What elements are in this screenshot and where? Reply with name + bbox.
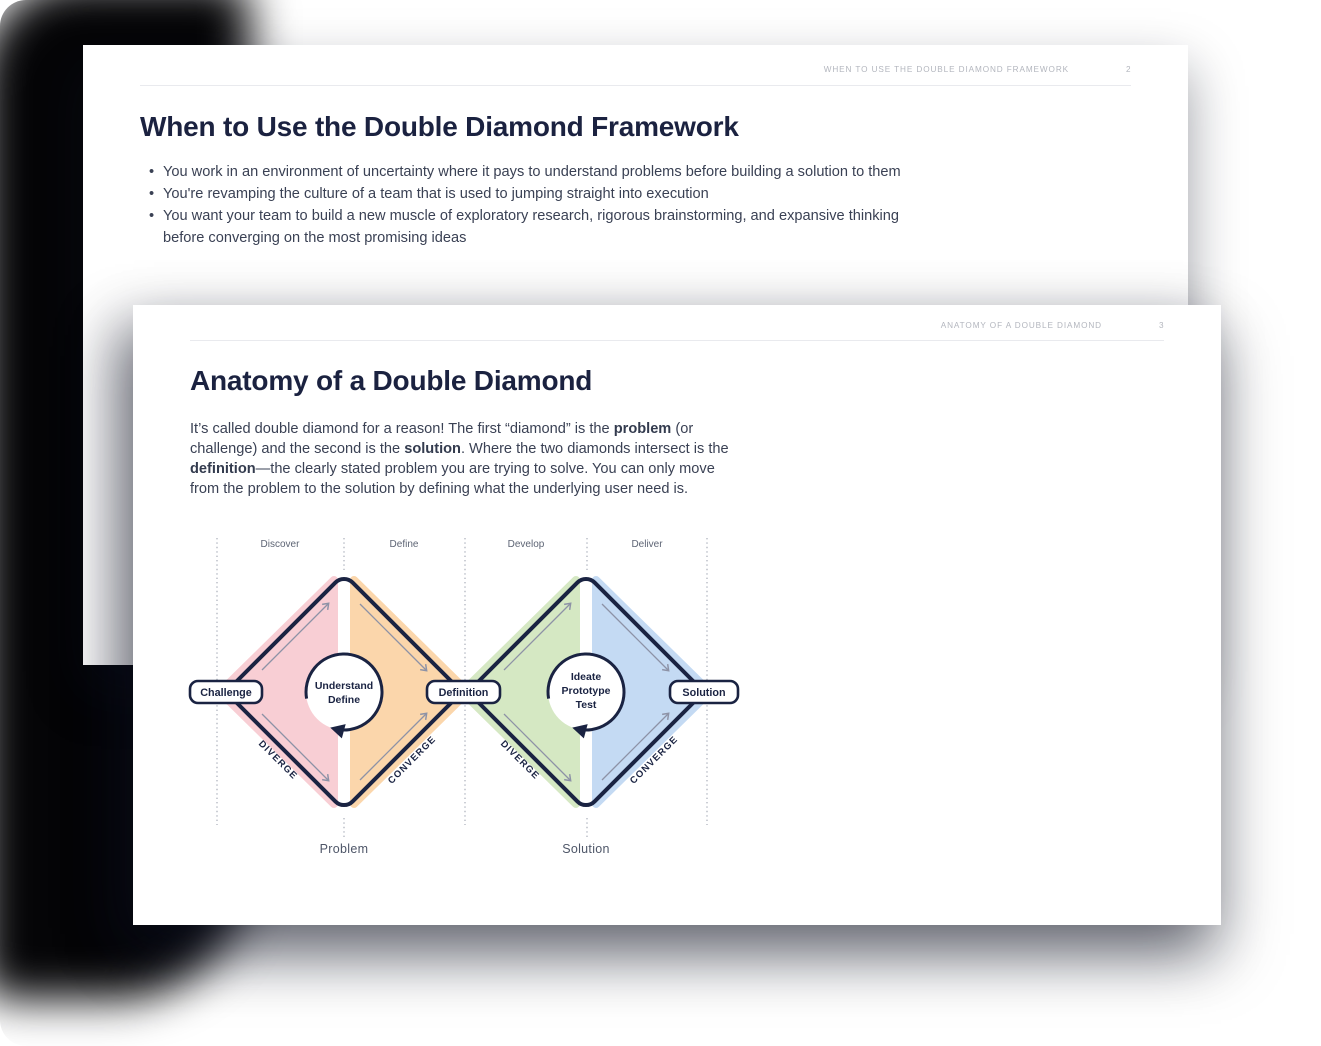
page1-header: WHEN TO USE THE DOUBLE DIAMOND FRAMEWORK… [140, 65, 1131, 86]
circle2-line3: Test [576, 699, 597, 711]
solution-node [668, 679, 740, 705]
flow-arrow-icon [261, 713, 330, 782]
flow-arrow-icon [359, 712, 428, 781]
page-anatomy: ANATOMY OF A DOUBLE DIAMOND 3 Anatomy of… [133, 305, 1221, 925]
flow-arrow-icon [261, 602, 330, 671]
diamond1-outline [228, 576, 460, 808]
page1-title: When to Use the Double Diamond Framework [140, 111, 739, 142]
phase-label-define: Define [390, 539, 419, 550]
paragraph-text: It’s called double diamond for a reason!… [190, 421, 614, 437]
flow-arrow-icon [359, 603, 428, 672]
bold-term-solution: solution [404, 441, 461, 457]
challenge-node [188, 679, 264, 705]
paragraph-text: —the clearly stated problem you are tryi… [190, 461, 715, 497]
bullet-item: You're revamping the culture of a team t… [140, 183, 940, 205]
circular-arrow-icon [304, 652, 384, 739]
solution-label: Solution [562, 842, 610, 856]
paragraph-text: (or challenge) and the second is the [190, 421, 694, 457]
page-number: 3 [1158, 321, 1164, 330]
phase-divider-lines [216, 538, 708, 838]
phase-label-deliver: Deliver [631, 539, 663, 550]
circle2-line2: Prototype [561, 685, 610, 697]
phase-label-discover: Discover [261, 539, 301, 550]
circle1-line2: Define [328, 694, 360, 706]
diamond2-center-circle [548, 654, 624, 730]
page-number: 2 [1125, 65, 1131, 74]
diamond1-center-circle [306, 654, 382, 730]
circle2-line1: Ideate [571, 671, 602, 683]
circle1-line1: Understand [315, 680, 373, 692]
page2-title: Anatomy of a Double Diamond [190, 365, 593, 396]
double-diamond-diagram: Discover Define Develop Deliver [188, 538, 740, 856]
intro-paragraph: It’s called double diamond for a reason!… [190, 419, 744, 499]
flow-arrows [261, 602, 670, 782]
flow-arrow-icon [503, 713, 572, 782]
bold-term-problem: problem [613, 421, 672, 437]
flow-arrow-icon [503, 602, 572, 671]
page2-header: ANATOMY OF A DOUBLE DIAMOND 3 [190, 321, 1164, 341]
challenge-node-label: Challenge [200, 687, 252, 699]
diamond2-outline [470, 576, 702, 808]
bullet-item: You want your team to build a new muscle… [140, 205, 940, 249]
flow-arrow-icon [601, 603, 670, 672]
solution-node-label: Solution [682, 687, 725, 699]
definition-node [425, 679, 502, 705]
problem-label: Problem [320, 842, 369, 856]
paragraph-text: . Where the two diamonds intersect is th… [460, 441, 729, 457]
circular-arrow-icon [546, 652, 626, 739]
bullet-item: You work in an environment of uncertaint… [140, 161, 940, 183]
bold-term-definition: definition [190, 461, 256, 477]
bullet-list: You work in an environment of uncertaint… [140, 161, 940, 249]
phase-label-develop: Develop [508, 539, 545, 550]
flow-arrow-icon [601, 712, 670, 781]
running-head: WHEN TO USE THE DOUBLE DIAMOND FRAMEWORK [823, 65, 1069, 74]
definition-node-label: Definition [439, 687, 489, 699]
running-head: ANATOMY OF A DOUBLE DIAMOND [940, 321, 1102, 330]
